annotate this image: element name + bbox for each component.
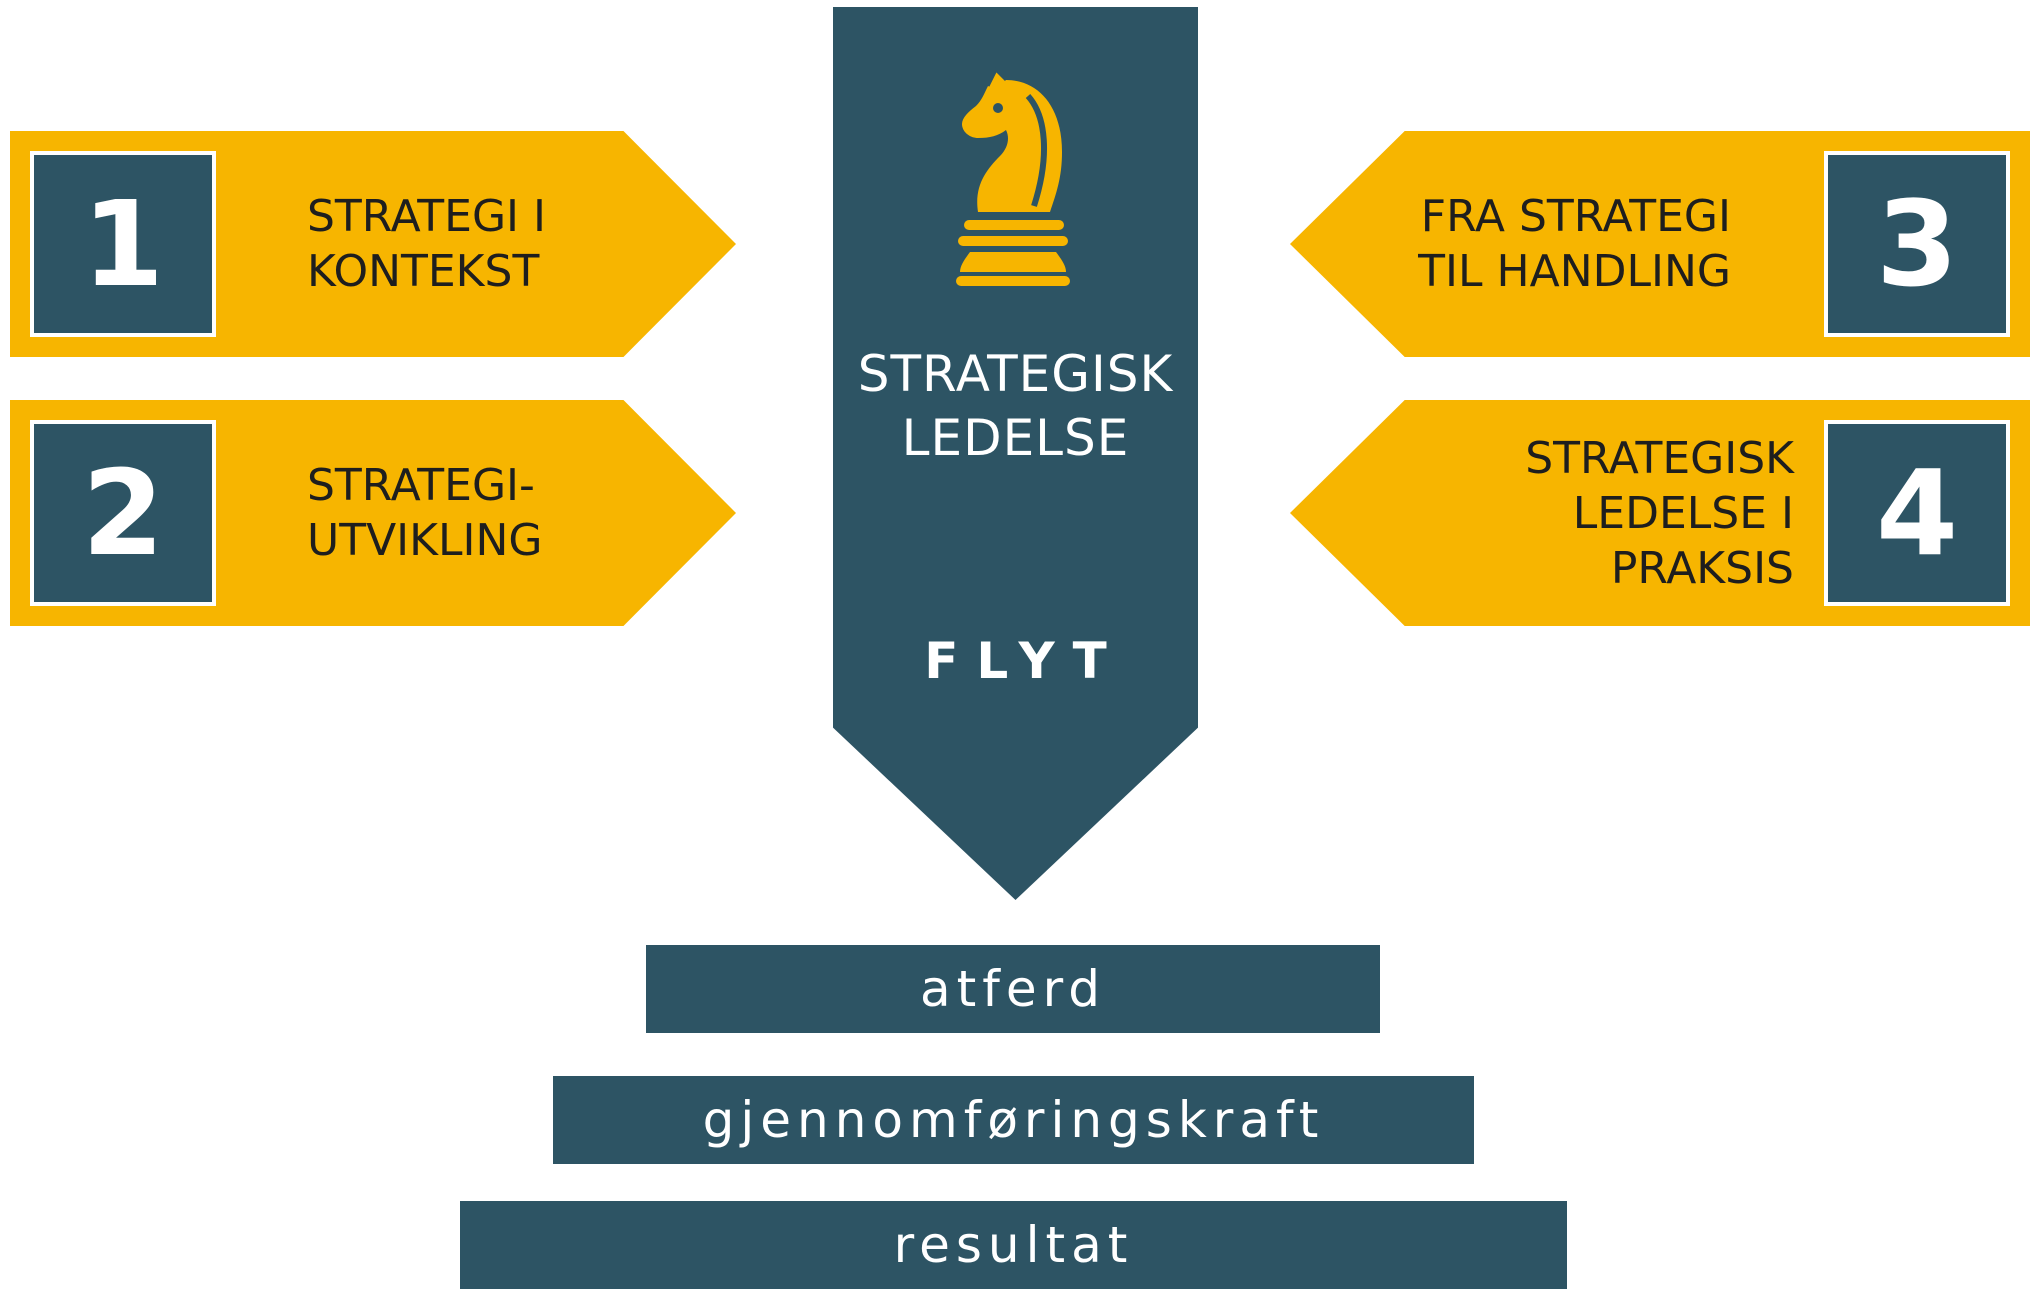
step-4-number: 4 <box>1824 420 2010 606</box>
step-3-number: 3 <box>1824 151 2010 337</box>
step-4-label-line1: STRATEGISK <box>1525 433 1794 484</box>
level-bar-resultat: resultat <box>460 1201 1567 1289</box>
step-1-label: STRATEGI I KONTEKST <box>307 189 546 299</box>
brand-logo: FLYT <box>924 632 1125 690</box>
step-2-label-line2: UTVIKLING <box>307 515 543 566</box>
step-4-label: STRATEGISK LEDELSE I PRAKSIS <box>1525 431 1794 596</box>
step-4-label-line3: PRAKSIS <box>1610 543 1794 594</box>
step-2-label: STRATEGI- UTVIKLING <box>307 458 543 568</box>
step-2-label-line1: STRATEGI- <box>307 460 535 511</box>
step-4-label-line2: LEDELSE I <box>1572 488 1794 539</box>
center-title-line2: LEDELSE <box>901 409 1130 467</box>
step-1-number: 1 <box>30 151 216 337</box>
chess-knight-icon <box>956 67 1070 286</box>
step-3-label-line2: TIL HANDLING <box>1418 246 1731 297</box>
center-title-line1: STRATEGISK <box>857 345 1174 403</box>
center-title: STRATEGISK LEDELSE <box>833 342 1198 470</box>
step-3-label: FRA STRATEGI TIL HANDLING <box>1418 189 1731 299</box>
level-bar-gjennomforingskraft: gjennomføringskraft <box>553 1076 1474 1164</box>
step-2-number: 2 <box>30 420 216 606</box>
level-bar-atferd: atferd <box>646 945 1380 1033</box>
step-3-label-line1: FRA STRATEGI <box>1420 191 1731 242</box>
step-1-label-line2: KONTEKST <box>307 246 540 297</box>
step-1-label-line1: STRATEGI I <box>307 191 546 242</box>
